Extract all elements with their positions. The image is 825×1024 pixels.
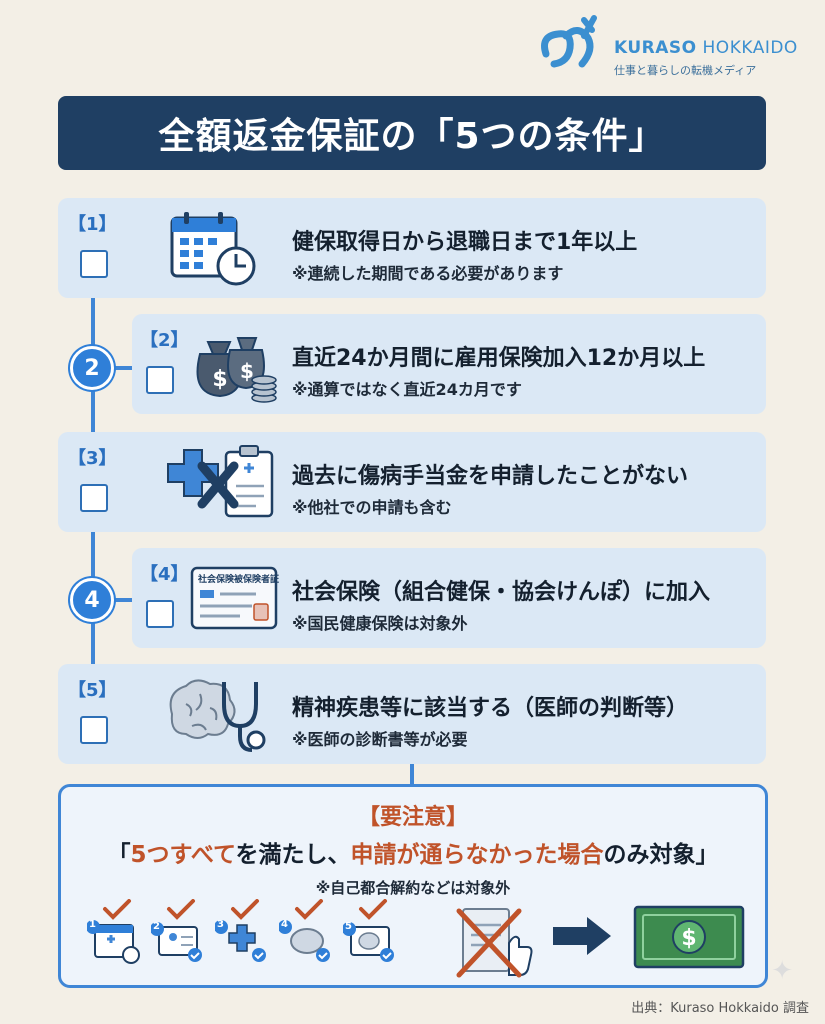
condition-title: 過去に傷病手当金を申請したことがない <box>292 464 689 489</box>
timeline-node-4: 4 <box>70 578 114 622</box>
condition-number: 【3】 <box>68 448 117 469</box>
brand-logo: KURASO HOKKAIDO 仕事と暮らしの転機メディア <box>536 14 816 80</box>
condition-note: ※連続した期間である必要があります <box>292 264 564 283</box>
condition-title: 健保取得日から退職日まで1年以上 <box>292 230 638 255</box>
condition-checkbox[interactable] <box>146 600 174 628</box>
condition-title: 社会保険（組合健保・協会けんぽ）に加入 <box>292 580 711 605</box>
source-credit: 出典：Kuraso Hokkaido 調査 <box>631 1001 809 1016</box>
condition-number: 【4】 <box>140 564 189 585</box>
logo-tagline: 仕事と暮らしの転機メディア <box>614 64 757 77</box>
notice-box: 【要注意】 「5つすべてを満たし、申請が通らなかった場合のみ対象」 ※自己都合解… <box>58 784 768 988</box>
mini-check-speech-icon: 4 <box>278 899 337 969</box>
condition-card-5: 【5】 精神疾患等に該当する（医師の判断等） ※医師の診断書等が必要 <box>58 664 766 764</box>
condition-title: 直近24か月間に雇用保険加入12か月以上 <box>292 346 706 371</box>
mini-check-person-icon: 2 <box>150 899 209 969</box>
condition-checkbox[interactable] <box>80 250 108 278</box>
condition-note: ※通算ではなく直近24カ月です <box>292 380 522 399</box>
logo-mark-icon <box>541 15 597 68</box>
condition-card-3: 【3】 過去に傷病手当金を申請したことがない ※他社での申請も含む <box>58 432 766 532</box>
condition-card-4: 【4】 社会保険被保険者証 社会保険（組合健保・協会けんぽ）に加入 ※国民健康保… <box>132 548 766 648</box>
condition-number: 【1】 <box>68 214 117 235</box>
mini-check-medical-icon: 3 <box>214 899 273 969</box>
svg-text:$: $ <box>212 367 227 392</box>
condition-card-2: 【2】 $ $ 直近24か月間に雇用保険加入12か月以上 ※通算ではなく直近24… <box>132 314 766 414</box>
condition-card-1: 【1】 健保取得日から退職日まで1年以上 ※連続した期間である必要があります <box>58 198 766 298</box>
brain-stethoscope-icon <box>169 679 266 752</box>
condition-number: 【2】 <box>140 330 189 351</box>
svg-text:$: $ <box>240 359 254 383</box>
rejected-document-icon <box>456 908 533 978</box>
condition-checkbox[interactable] <box>146 366 174 394</box>
medical-cross-x-icon <box>167 445 274 518</box>
condition-note: ※他社での申請も含む <box>292 498 452 517</box>
calendar-clock-icon <box>170 212 256 286</box>
condition-number: 【5】 <box>68 680 117 701</box>
condition-checkbox[interactable] <box>80 484 108 512</box>
svg-text:$: $ <box>681 926 696 951</box>
notice-heading: 【要注意】 <box>357 805 468 830</box>
condition-note: ※医師の診断書等が必要 <box>292 730 468 749</box>
condition-title: 精神疾患等に該当する（医師の判断等） <box>292 696 689 721</box>
logo-brand: KURASO HOKKAIDO <box>614 38 798 58</box>
insurance-card-text: 社会保険被保険者証 <box>198 575 280 585</box>
sparkle-icon: ✦ <box>771 956 793 986</box>
insurance-card-icon: 社会保険被保険者証 <box>190 566 280 630</box>
money-bags-icon: $ $ <box>196 337 277 403</box>
mini-check-brain-icon: 5 <box>342 899 401 969</box>
page-title: 全額返金保証の「5つの条件」 <box>58 96 766 170</box>
notice-note: ※自己都合解約などは対象外 <box>315 879 511 897</box>
mini-check-calendar-icon: 1 <box>86 899 145 969</box>
timeline-node-2: 2 <box>70 346 114 390</box>
condition-note: ※国民健康保険は対象外 <box>292 614 468 633</box>
notice-message: 「5つすべてを満たし、申請が通らなかった場合のみ対象」 <box>107 842 719 868</box>
timeline-line-bottom <box>410 762 414 786</box>
arrow-right-icon <box>553 917 611 955</box>
condition-checkbox[interactable] <box>80 716 108 744</box>
banknote-icon: $ <box>633 905 745 969</box>
